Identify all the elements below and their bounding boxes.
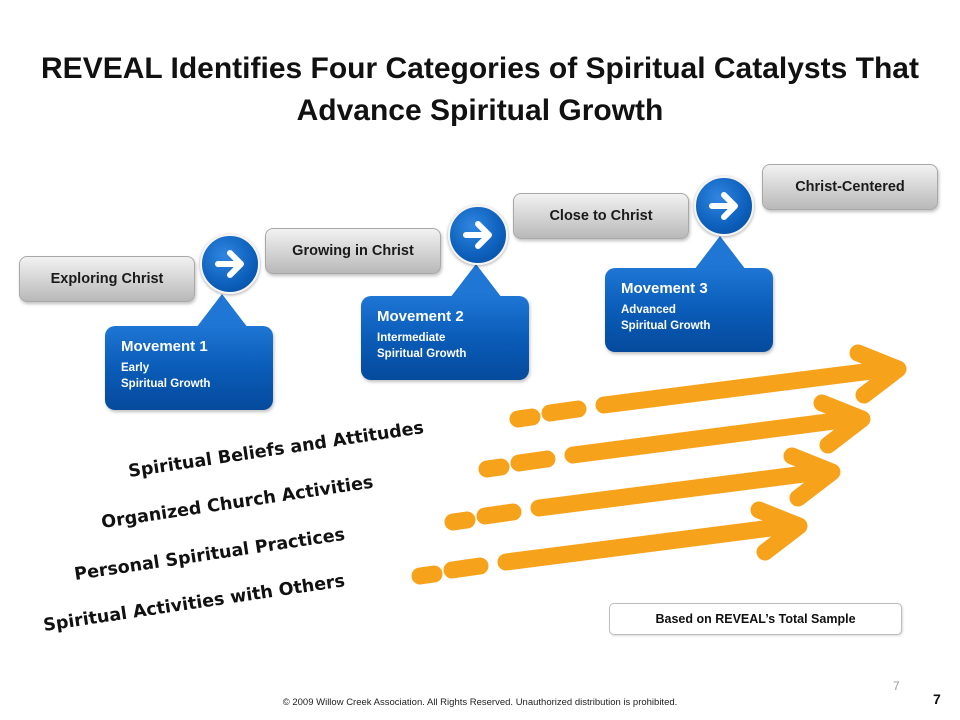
arrow-right-icon bbox=[694, 176, 754, 236]
page-number-faint: 7 bbox=[893, 679, 900, 693]
stage-exploring-christ: Exploring Christ bbox=[19, 256, 195, 302]
stage-growing-in-christ: Growing in Christ bbox=[265, 228, 441, 274]
sample-note: Based on REVEAL’s Total Sample bbox=[609, 603, 902, 635]
movement-3-name: Movement 3 bbox=[621, 280, 708, 297]
stage-close-to-christ: Close to Christ bbox=[513, 193, 689, 239]
movement-2-line1: Intermediate bbox=[377, 332, 446, 344]
page-number: 7 bbox=[933, 691, 941, 707]
movement-1-callout: Movement 1 Early Spiritual Growth bbox=[105, 326, 273, 410]
dashed-orange-arrow-icon bbox=[411, 501, 808, 585]
stage-christ-centered: Christ-Centered bbox=[762, 164, 938, 210]
movement-1-line1: Early bbox=[121, 362, 150, 374]
movement-1-name: Movement 1 bbox=[121, 338, 208, 355]
movement-2-callout: Movement 2 Intermediate Spiritual Growth bbox=[361, 296, 529, 380]
movement-3-callout: Movement 3 Advanced Spiritual Growth bbox=[605, 268, 773, 352]
movement-2-name: Movement 2 bbox=[377, 308, 464, 325]
movement-3-pointer bbox=[694, 236, 746, 270]
slide-title: REVEAL Identifies Four Categories of Spi… bbox=[41, 52, 919, 127]
movement-1-line2: Spiritual Growth bbox=[121, 378, 211, 390]
movement-1-pointer bbox=[196, 294, 248, 328]
movement-2-line2: Spiritual Growth bbox=[377, 348, 467, 360]
arrow-right-icon bbox=[448, 205, 508, 265]
movement-2-pointer bbox=[450, 264, 502, 298]
copyright-footer: © 2009 Willow Creek Association. All Rig… bbox=[282, 697, 678, 708]
dashed-orange-arrow-icon bbox=[478, 394, 871, 478]
dashed-orange-arrow-icon bbox=[509, 344, 907, 428]
dashed-orange-arrow-icon bbox=[444, 447, 841, 531]
movement-3-line2: Spiritual Growth bbox=[621, 320, 711, 332]
arrow-right-icon bbox=[200, 234, 260, 294]
movement-3-line1: Advanced bbox=[621, 304, 676, 316]
